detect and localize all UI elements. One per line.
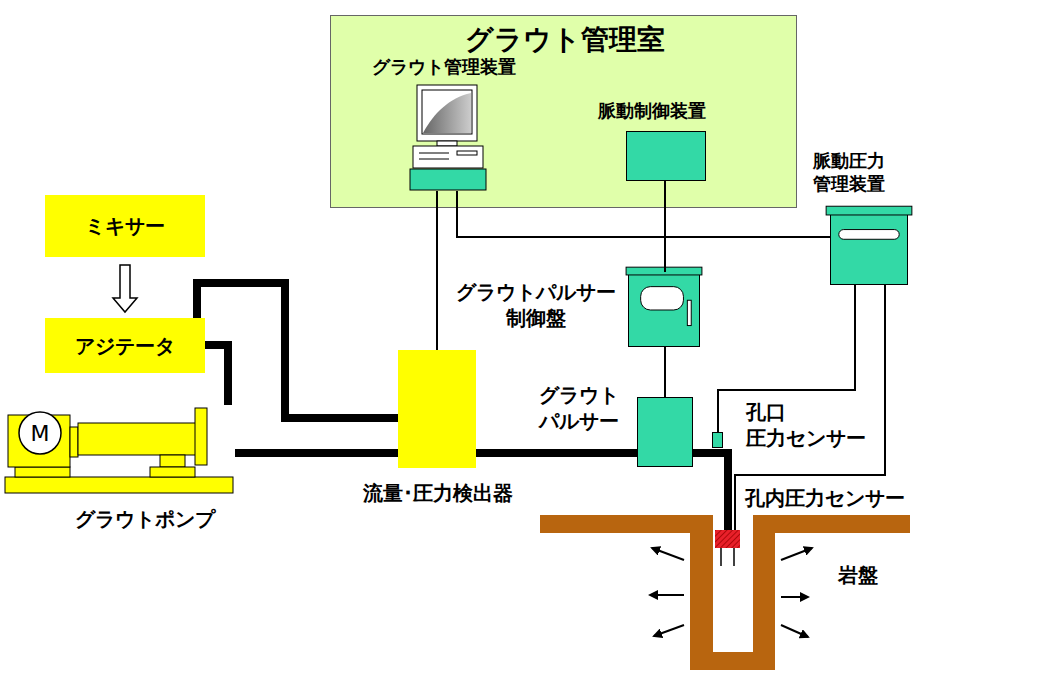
grout-pipe: [693, 453, 728, 530]
manager-detail: [831, 214, 907, 284]
grout-pipe: [205, 345, 228, 405]
ground: [540, 515, 910, 670]
node-label: 脈動圧力 管理装置: [813, 149, 913, 196]
node-label: グラウトパルサー 制御盤: [451, 279, 621, 331]
node-label: ミキサー: [45, 195, 205, 257]
control-room: グラウト管理室グラウト管理装置脈動制御装置: [330, 15, 797, 208]
pump-illustration: [0, 405, 235, 495]
motor-symbol: M: [22, 420, 58, 449]
grout-pipe: [476, 449, 637, 457]
seepage-arrows: [650, 548, 812, 637]
collar-pressure-sensor: 孔口 圧力センサー: [712, 432, 723, 448]
rock-label: 岩盤: [838, 562, 898, 588]
node-label: アジテータ: [45, 318, 205, 373]
signal-cable: [113, 265, 137, 312]
node-label: グラウト管理室: [331, 22, 798, 58]
grout-pipe: [197, 283, 398, 418]
packer-symbol: [715, 530, 740, 548]
flow-pressure-detector: 流量･圧力検出器: [398, 350, 476, 468]
node-label: 脈動制御装置: [577, 99, 727, 122]
grout-pipe: [235, 449, 398, 457]
signal-cable: [735, 285, 885, 530]
node-label: グラウト管理装置: [359, 55, 529, 78]
signal-cable: [664, 347, 666, 397]
agitator-box: アジテータ: [45, 318, 205, 373]
grout-pulser: グラウト パルサー: [637, 397, 693, 467]
node-label: 孔口 圧力センサー: [746, 399, 881, 451]
mixer-box: ミキサー: [45, 195, 205, 257]
hole-pipe: [720, 548, 722, 566]
grout-computer: グラウト管理装置: [409, 83, 487, 191]
grout-pump: グラウトポンプ: [0, 405, 235, 495]
signal-cable: [664, 181, 666, 272]
pulser-control-panel: グラウトパルサー 制御盤: [628, 272, 700, 347]
borehole: [713, 515, 753, 652]
panel-detail: [629, 273, 699, 346]
node-label: 孔内圧力センサー: [745, 485, 920, 511]
signal-cable: [436, 191, 438, 350]
signal-cable: [457, 191, 830, 237]
pulse-controller: 脈動制御装置: [626, 131, 706, 181]
computer-icon: [409, 83, 487, 191]
pulse-pressure-manager: 脈動圧力 管理装置: [830, 213, 908, 285]
node-label: グラウト パルサー: [526, 382, 632, 434]
hole-pressure-sensor: 孔内圧力センサー: [715, 530, 740, 548]
signal-cable: [718, 285, 855, 432]
node-label: 流量･圧力検出器: [343, 480, 533, 506]
node-label: グラウトポンプ: [55, 506, 235, 532]
hole-pipe: [733, 548, 735, 566]
